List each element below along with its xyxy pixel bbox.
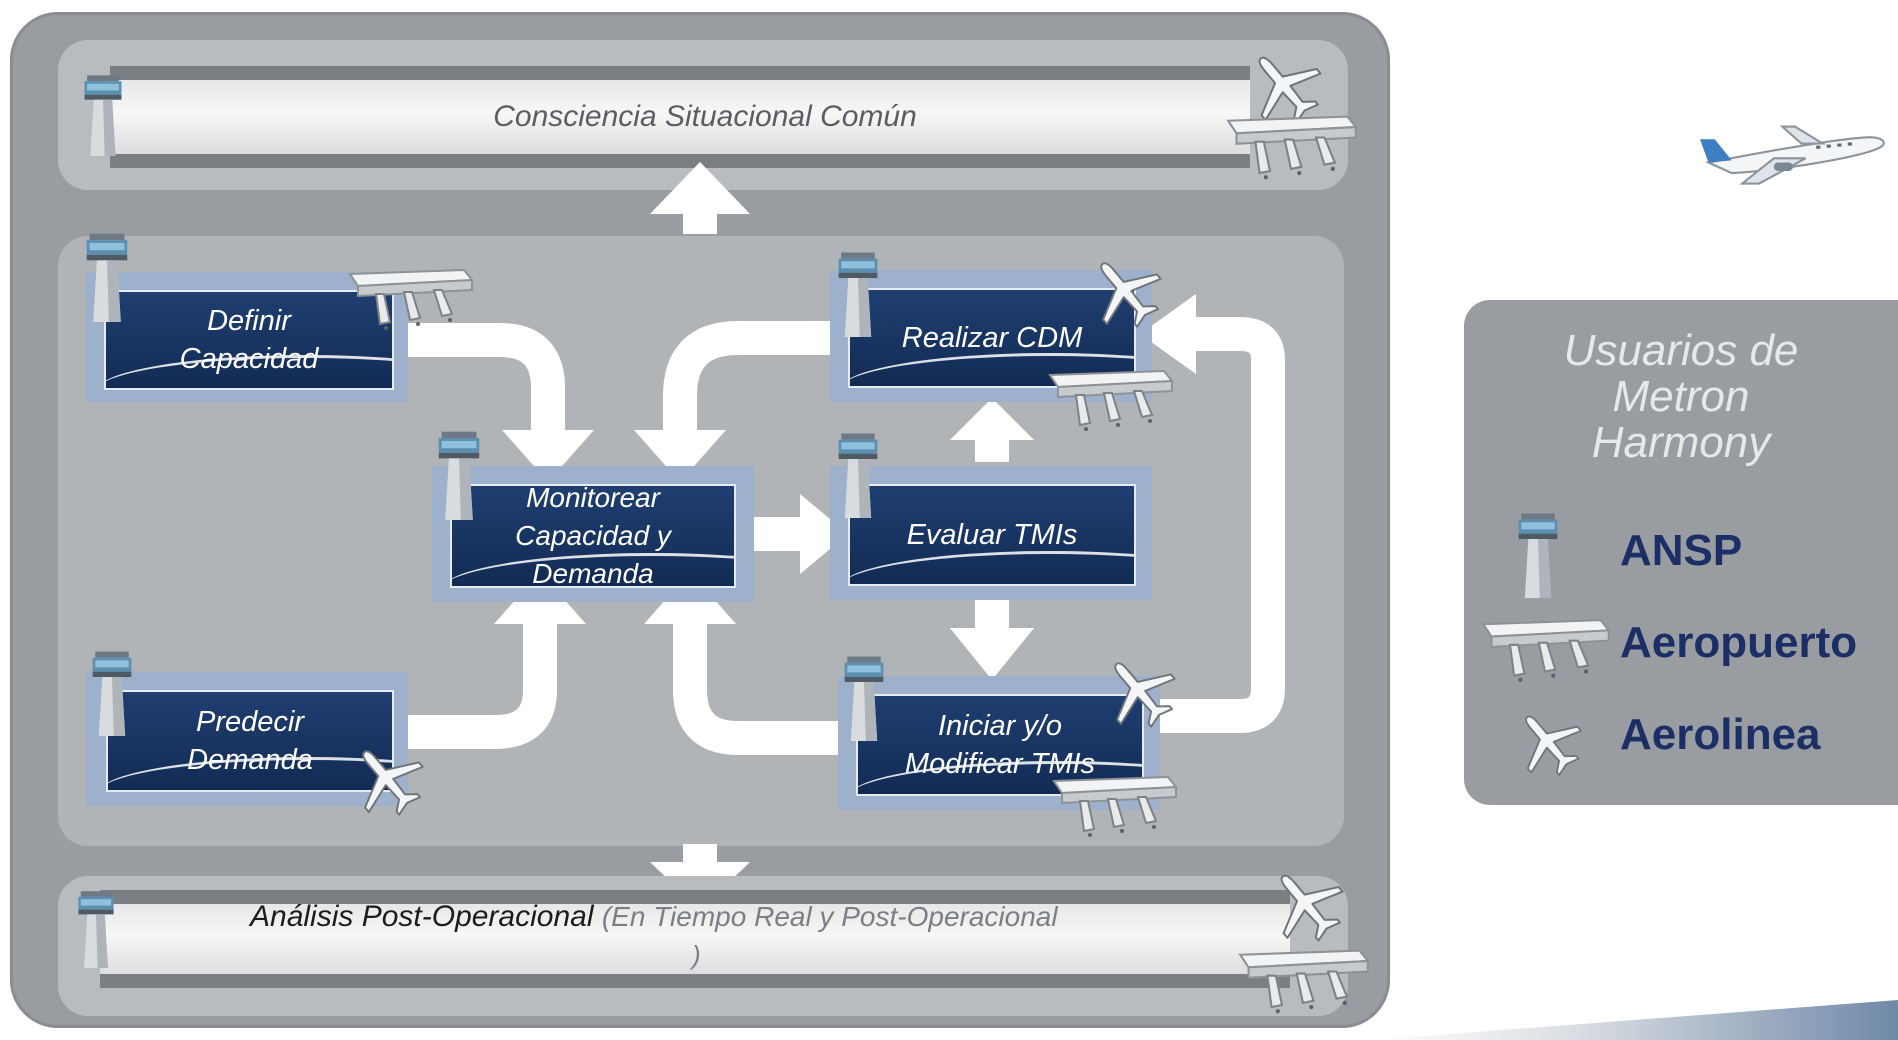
monitorear-line1: Monitorear bbox=[526, 484, 660, 513]
control-tower-icon bbox=[836, 424, 880, 524]
arrow-realizar-to-monitorear bbox=[663, 321, 850, 430]
monitorear-line2: Capacidad y bbox=[515, 520, 671, 551]
iniciar-line2: Modificar TMIs bbox=[904, 748, 1096, 780]
control-tower-icon bbox=[842, 648, 886, 746]
evaluar-line1: Evaluar TMIs bbox=[906, 519, 1078, 551]
airplane-icon bbox=[1086, 252, 1164, 330]
legend-item-ansp: ANSP bbox=[1620, 526, 1743, 575]
control-tower-icon bbox=[90, 642, 134, 742]
iniciar-line1: Iniciar y/o bbox=[937, 710, 1063, 742]
control-tower-icon bbox=[76, 880, 116, 976]
control-tower-icon bbox=[836, 244, 880, 342]
predecir-line1: Predecir bbox=[196, 706, 304, 738]
legend-title: Usuarios de Metron Harmony bbox=[1464, 328, 1898, 466]
top-band-label: Consciencia Situacional Común bbox=[493, 100, 917, 133]
definir-line2: Capacidad bbox=[179, 343, 319, 375]
top-band-bar bbox=[110, 66, 1250, 168]
airliner-image bbox=[1700, 116, 1890, 190]
airport-terminal-icon bbox=[1236, 946, 1372, 1020]
airport-terminal-icon bbox=[1046, 366, 1176, 438]
airplane-icon bbox=[1266, 864, 1346, 944]
monitorear-line3: Demanda bbox=[532, 558, 654, 588]
bottom-band-bar bbox=[100, 890, 1290, 988]
arrow-iniciar-to-monitorear bbox=[673, 620, 850, 755]
arrow-loop-iniciar-to-realizar bbox=[1142, 317, 1285, 733]
control-tower-icon bbox=[84, 224, 130, 328]
bottom-band-paren: (En Tiempo Real y Post-Operacional bbox=[601, 901, 1058, 932]
bottom-band-main: Análisis Post-Operacional bbox=[250, 900, 594, 933]
arrow-definir-to-monitorear bbox=[388, 323, 565, 430]
arrow-predecir-to-monitorear bbox=[395, 620, 557, 749]
legend-item-aeropuerto: Aeropuerto bbox=[1620, 618, 1858, 667]
legend-title-line1: Usuarios de bbox=[1563, 326, 1799, 375]
realizar-cdm-box: Realizar CDM bbox=[848, 288, 1136, 388]
bottom-band-paren-close: ) bbox=[692, 940, 701, 970]
airplane-icon bbox=[1512, 706, 1584, 778]
airport-terminal-icon bbox=[346, 266, 476, 336]
control-tower-icon bbox=[436, 424, 482, 524]
predecir-line2: Demanda bbox=[187, 744, 313, 776]
airplane-icon bbox=[1100, 652, 1178, 730]
airport-terminal-icon bbox=[1478, 616, 1614, 688]
control-tower-icon bbox=[1516, 508, 1560, 600]
legend-title-line2: Metron bbox=[1612, 372, 1750, 421]
airplane-icon bbox=[348, 740, 426, 818]
evaluar-tmis-box: Evaluar TMIs bbox=[848, 484, 1136, 586]
realizar-line1: Realizar CDM bbox=[901, 322, 1083, 354]
bottom-band-label: Análisis Post-Operacional (En Tiempo Rea… bbox=[250, 900, 1210, 934]
legend-item-aerolinea: Aerolinea bbox=[1620, 710, 1821, 759]
legend-title-line3: Harmony bbox=[1591, 418, 1771, 467]
definir-line1: Definir bbox=[207, 305, 291, 337]
